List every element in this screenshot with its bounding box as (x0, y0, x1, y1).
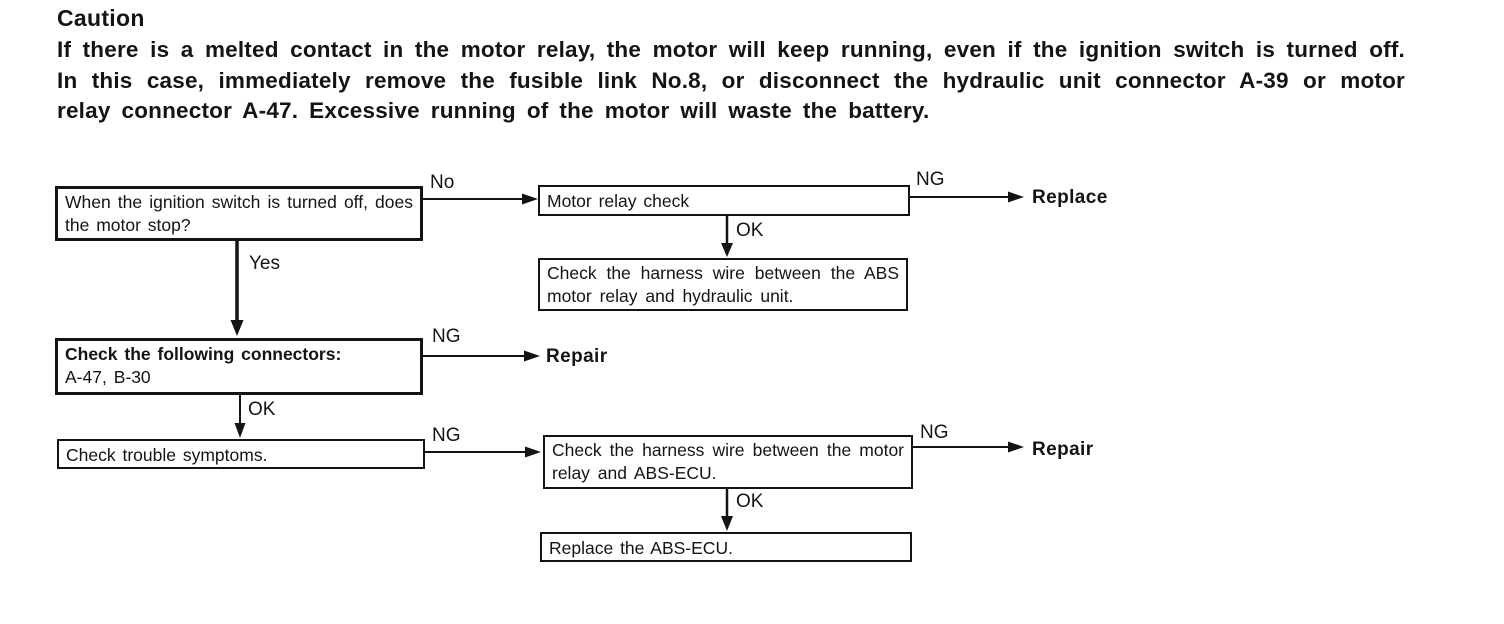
arrow-ng-to-repair-1 (421, 350, 540, 362)
edge-label-yes: Yes (249, 253, 280, 274)
flow-box-harness-abs-motor-relay-hydraulic-text: Check the harness wire between the ABS m… (547, 263, 899, 306)
flow-box-motor-relay-check-text: Motor relay check (547, 191, 690, 211)
arrow-ok-to-harness-hydraulic (721, 215, 733, 257)
edge-label-ok-connectors: OK (248, 399, 276, 420)
flow-box-check-connectors-line1: Check the following connectors: (65, 344, 342, 364)
edge-label-ng-trouble-symptoms: NG (432, 425, 461, 446)
arrow-ng-to-replace (908, 191, 1024, 203)
flow-box-check-connectors: Check the following connectors: A-47, B-… (55, 338, 423, 395)
flow-box-harness-abs-motor-relay-hydraulic: Check the harness wire between the ABS m… (538, 258, 908, 311)
arrow-ng-to-repair-2 (911, 441, 1024, 453)
arrow-yes-to-connectors (230, 240, 244, 336)
flow-box-check-trouble-symptoms-text: Check trouble symptoms. (66, 445, 268, 465)
edge-label-ok-harness-ecu: OK (736, 491, 764, 512)
edge-label-ng-motor-relay: NG (916, 169, 945, 190)
flow-box-ignition-off-question: When the ignition switch is turned off, … (55, 186, 423, 241)
arrow-no-to-motor-relay-check (421, 193, 538, 205)
flow-box-harness-motor-relay-abs-ecu: Check the harness wire between the motor… (543, 435, 913, 489)
flow-box-check-trouble-symptoms: Check trouble symptoms. (57, 439, 425, 469)
edge-label-no: No (430, 172, 455, 193)
edge-label-ng-harness-ecu: NG (920, 422, 949, 443)
flow-box-ignition-off-question-text: When the ignition switch is turned off, … (65, 192, 413, 235)
flow-box-check-connectors-line2: A-47, B-30 (65, 367, 151, 387)
arrow-ok-to-trouble-symptoms (234, 394, 246, 438)
arrow-ng-to-harness-ecu (425, 446, 541, 458)
flow-box-harness-motor-relay-abs-ecu-text: Check the harness wire between the motor… (552, 440, 904, 483)
edge-label-ok-motor-relay: OK (736, 220, 764, 241)
arrow-ok-to-replace-ecu (721, 488, 733, 531)
terminal-repair-2: Repair (1032, 439, 1094, 460)
terminal-repair-1: Repair (546, 346, 608, 367)
flow-box-motor-relay-check: Motor relay check (538, 185, 910, 216)
terminal-replace: Replace (1032, 187, 1108, 208)
edge-label-ng-connectors: NG (432, 326, 461, 347)
caution-body: If there is a melted contact in the moto… (57, 37, 1405, 123)
flow-box-replace-abs-ecu-text: Replace the ABS-ECU. (549, 538, 733, 558)
flow-box-replace-abs-ecu: Replace the ABS-ECU. (540, 532, 912, 562)
caution-title: Caution (57, 5, 145, 31)
